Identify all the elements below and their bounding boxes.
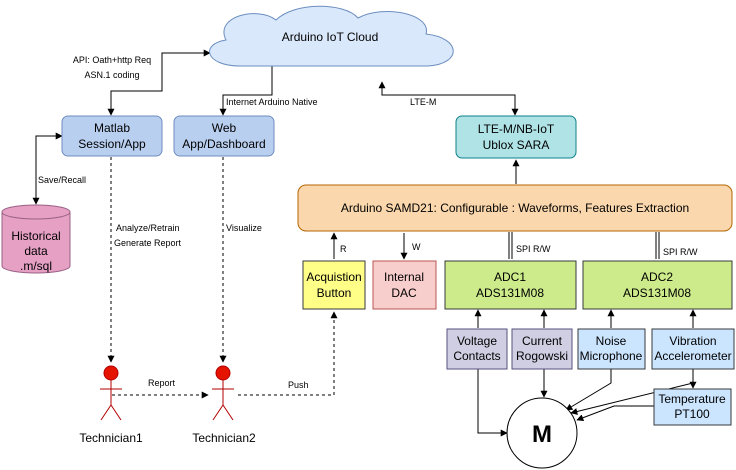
- technician2-label: Technician2: [192, 431, 256, 445]
- adc1-label-line2: ADS131M08: [476, 286, 544, 300]
- web-label-line1: Web: [212, 121, 237, 135]
- motor-node: M: [506, 397, 578, 469]
- current-box: [511, 328, 573, 370]
- vibration-box: [651, 328, 735, 370]
- noise-label-line1: Noise: [596, 334, 627, 348]
- adc2-box: [582, 260, 733, 310]
- dac-label-line2: DAC: [391, 286, 417, 300]
- web-app-node: Web App/Dashboard: [173, 115, 275, 157]
- cloud-shape: [209, 5, 454, 67]
- acquisition-button-box: [302, 260, 366, 310]
- analyze-label-line1: Analyze/Retrain: [116, 223, 180, 233]
- adc2-node: ADC2 ADS131M08: [582, 260, 733, 310]
- noise-microphone-node: Noise Microphone: [577, 328, 646, 370]
- technician2-head: [215, 365, 231, 381]
- adc1-label-line1: ADC1: [494, 270, 526, 284]
- current-label-line2: Rogowski: [516, 349, 568, 363]
- analyze-label-line2: Generate Report: [114, 238, 182, 248]
- adc2-label-line2: ADS131M08: [623, 286, 691, 300]
- edge-historical-matlab: [32, 132, 63, 205]
- temperature-label-line1: Temperature: [658, 392, 726, 406]
- edge-temperature-motor: [576, 405, 654, 422]
- api-label-line1: API: Oath+http Req: [73, 55, 151, 65]
- dac-label-line1: Internal: [384, 270, 424, 284]
- samd21-label: Arduino SAMD21: Configurable : Waveforms…: [341, 201, 689, 215]
- w-label: W: [412, 242, 421, 252]
- acquisition-button-line2: Button: [317, 286, 352, 300]
- edge-matlab-cloud: [107, 49, 211, 116]
- edge-noise-motor: [565, 369, 612, 411]
- technician1-head: [103, 365, 119, 381]
- vibration-label-line2: Accelerometer: [654, 349, 731, 363]
- matlab-label-line2: Session/App: [78, 137, 146, 151]
- report-label: Report: [148, 378, 176, 388]
- current-rogowski-node: Current Rogowski: [511, 328, 573, 370]
- voltage-label-line2: Contacts: [453, 349, 500, 363]
- dac-box: [372, 260, 437, 310]
- technician2-body: [212, 380, 234, 421]
- save-recall-label: Save/Recall: [38, 175, 86, 185]
- voltage-box: [446, 328, 508, 370]
- adc2-label-line1: ADC2: [641, 270, 673, 284]
- api-label-line2: ASN.1 coding: [84, 70, 139, 80]
- adc1-box: [444, 260, 577, 310]
- lte-label-line1: LTE-M/NB-IoT: [478, 122, 555, 136]
- temperature-label-line2: PT100: [674, 407, 710, 421]
- matlab-node: Matlab Session/App: [61, 115, 163, 157]
- samd21-box: [297, 184, 733, 232]
- vibration-accelerometer-node: Vibration Accelerometer: [651, 328, 735, 370]
- historical-label-line3: .m/sql: [20, 259, 52, 273]
- acquisition-button-node: Acquistion Button: [302, 260, 366, 310]
- internet-label: Internet Arduino Native: [226, 97, 318, 107]
- technician1-actor: Technician1: [79, 365, 143, 445]
- lte-label-line2: Ublox SARA: [483, 138, 550, 152]
- matlab-label-line1: Matlab: [94, 121, 130, 135]
- technician1-body: [100, 380, 122, 421]
- voltage-contacts-node: Voltage Contacts: [446, 328, 508, 370]
- historical-data-node: Historical data .m/sql: [1, 204, 71, 274]
- web-box: [173, 115, 275, 157]
- spi-label-2: SPI R/W: [663, 247, 698, 257]
- temperature-pt100-node: Temperature PT100: [653, 388, 732, 426]
- r-label: R: [340, 244, 347, 254]
- arduino-iot-cloud-node: Arduino IoT Cloud: [209, 5, 454, 67]
- edge-voltage-motor: [477, 369, 508, 437]
- edge-web-cloud: [219, 59, 276, 116]
- web-label-line2: App/Dashboard: [182, 137, 265, 151]
- visualize-label: Visualize: [226, 223, 262, 233]
- motor-circle: [506, 397, 578, 469]
- noise-label-line2: Microphone: [580, 349, 643, 363]
- adc1-node: ADC1 ADS131M08: [444, 260, 577, 310]
- ltem-label: LTE-M: [410, 97, 436, 107]
- lte-box: [455, 115, 577, 159]
- cloud-label: Arduino IoT Cloud: [282, 30, 379, 44]
- technician1-label: Technician1: [79, 431, 143, 445]
- database-cylinder: [1, 204, 71, 274]
- vibration-label-line1: Vibration: [669, 334, 716, 348]
- noise-box: [577, 328, 646, 370]
- edge-labels: API: Oath+http Req ASN.1 coding Internet…: [38, 55, 698, 390]
- edge-cloud-lte: [378, 81, 519, 116]
- historical-label-line1: Historical: [11, 229, 60, 243]
- matlab-box: [61, 115, 163, 157]
- push-label: Push: [288, 380, 309, 390]
- voltage-label-line1: Voltage: [457, 334, 497, 348]
- temperature-box: [653, 388, 732, 426]
- current-label-line1: Current: [522, 334, 563, 348]
- edges: [32, 49, 697, 437]
- lte-modem-node: LTE-M/NB-IoT Ublox SARA: [455, 115, 577, 159]
- motor-label: M: [532, 421, 552, 448]
- historical-label-line2: data: [24, 244, 48, 258]
- internal-dac-node: Internal DAC: [372, 260, 437, 310]
- spi-label-1: SPI R/W: [516, 244, 551, 254]
- database-cylinder-top: [1, 211, 71, 220]
- samd21-node: Arduino SAMD21: Configurable : Waveforms…: [297, 184, 733, 232]
- acquisition-button-line1: Acquistion: [306, 270, 361, 284]
- edge-push: [238, 311, 338, 396]
- technician2-actor: Technician2: [192, 365, 256, 445]
